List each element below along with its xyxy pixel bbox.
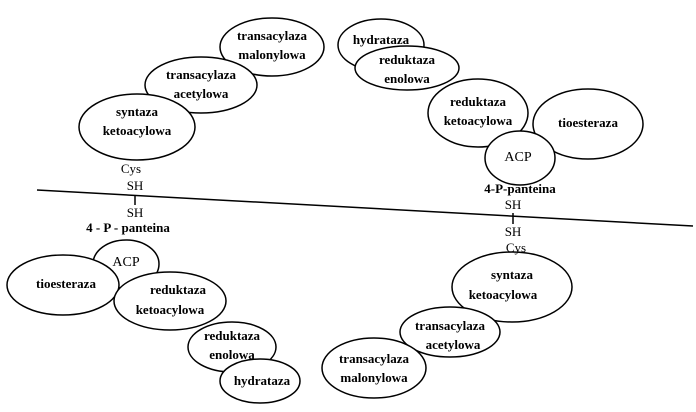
br-transacylaza-acetylowa-shape — [399, 306, 501, 358]
tr-tioesteraza-label: tioesteraza — [558, 115, 618, 130]
bl-reduktaza-enolowa-line1: reduktaza — [203, 328, 261, 343]
tl-syntaza-ketoacylowa-line2: ketoacylowa — [102, 123, 172, 138]
tr-tioesteraza-shape — [532, 88, 644, 160]
bl-reduktaza-ketoacylowa-line1: reduktaza — [149, 282, 207, 297]
br-syntaza-ketoacylowa-line1: syntaza — [491, 267, 533, 282]
tr-reduktaza-ketoacylowa-line2: ketoacylowa — [443, 113, 513, 128]
br-transacylaza-acetylowa-line2: acetylowa — [425, 337, 481, 352]
membrane-divider-line — [36, 189, 694, 227]
bl-acp-label: ACP — [112, 255, 140, 270]
br-transacylaza-malonylowa-line1: transacylaza — [338, 351, 410, 366]
tr-sh-lower-label: SH — [504, 224, 522, 239]
bl-tioesteraza-shape — [6, 254, 120, 316]
tr-reduktaza-ketoacylowa-line1: reduktaza — [449, 94, 507, 109]
bl-reduktaza-ketoacylowa-line2: ketoacylowa — [135, 302, 205, 317]
br-transacylaza-acetylowa-line1: transacylaza — [414, 318, 486, 333]
tl-syntaza-ketoacylowa-line1: syntaza — [116, 104, 158, 119]
tl-sh-upper-label: SH — [126, 178, 144, 193]
br-syntaza-ketoacylowa-shape — [451, 251, 573, 323]
tl-cys-label: Cys — [120, 161, 142, 176]
tl-transacylaza-malonylowa-shape — [219, 17, 325, 77]
br-syntaza-ketoacylowa-line2: ketoacylowa — [468, 287, 538, 302]
tr-acp-label: ACP — [504, 150, 532, 165]
tr-hydrataza-line: hydrataza — [352, 32, 410, 47]
tl-transacylaza-acetylowa-line1: transacylaza — [165, 67, 237, 82]
tr-enolowa-line: enolowa — [384, 71, 430, 86]
tl-sh-lower-label: SH — [126, 205, 144, 220]
tl-transacylaza-malonylowa-line2: malonylowa — [238, 47, 306, 62]
tr-reduktaza-line: reduktaza — [378, 52, 436, 67]
tl-linker-label: 4 - P - panteina — [86, 220, 170, 235]
tr-acp-shape — [484, 130, 556, 186]
tr-sh-upper-label: SH — [504, 197, 522, 212]
tl-syntaza-ketoacylowa-shape — [78, 93, 196, 161]
tr-linker-label: 4-P-panteina — [484, 181, 556, 196]
bl-tioesteraza-label: tioesteraza — [36, 276, 96, 291]
tl-transacylaza-malonylowa-line1: transacylaza — [236, 28, 308, 43]
bl-reduktaza-ketoacylowa-shape — [113, 271, 227, 331]
tl-transacylaza-acetylowa-shape — [144, 56, 258, 114]
tr-cys-label: Cys — [505, 240, 527, 255]
bl-hydrataza-label: hydrataza — [233, 373, 291, 388]
br-transacylaza-malonylowa-line2: malonylowa — [340, 370, 408, 385]
tl-transacylaza-acetylowa-line2: acetylowa — [173, 86, 229, 101]
bl-hydrataza-shape — [219, 358, 301, 404]
br-transacylaza-malonylowa-shape — [321, 337, 427, 399]
tr-reduktaza-ketoacylowa-shape — [427, 78, 529, 148]
bl-reduktaza-enolowa-line2: enolowa — [209, 347, 255, 362]
tr-reduktaza-enolowa-shape — [354, 45, 460, 91]
